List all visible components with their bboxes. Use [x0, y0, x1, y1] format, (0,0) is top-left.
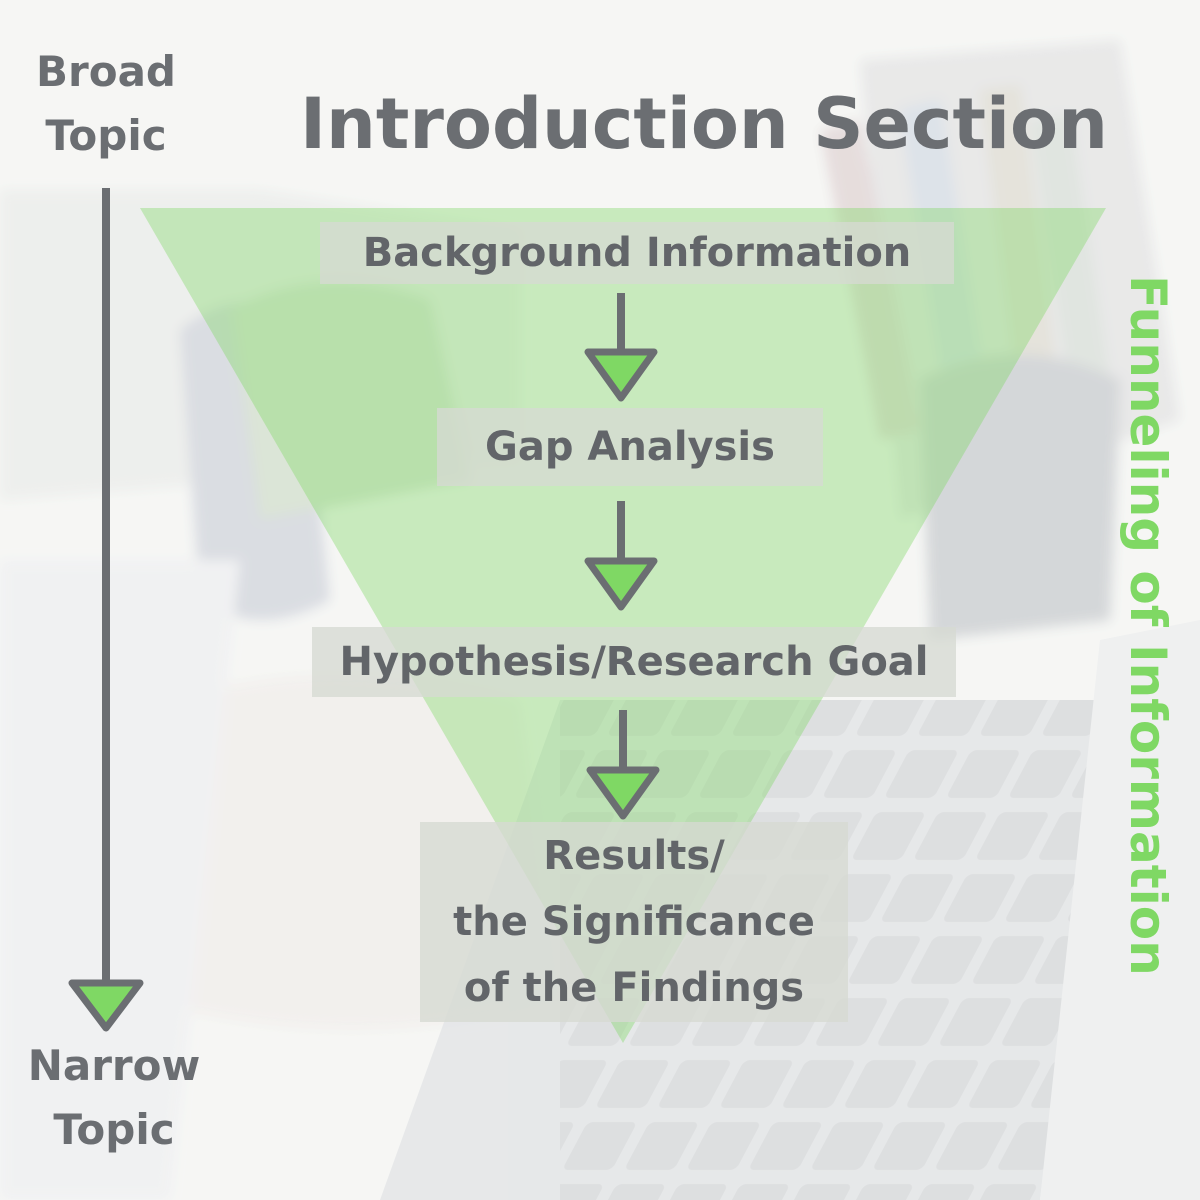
step-gap-analysis: Gap Analysis	[437, 408, 823, 486]
results-line-2: the Significance	[453, 899, 815, 945]
background-photo	[0, 40, 1180, 1200]
broad-topic-label: Broad Topic	[16, 40, 196, 168]
broad-to-narrow-arrow	[68, 188, 144, 1032]
broad-topic-line-1: Broad	[36, 47, 176, 96]
funneling-label: Funneling of Information	[1119, 274, 1177, 976]
results-line-1: Results/	[543, 833, 725, 879]
narrow-topic-label: Narrow Topic	[6, 1034, 222, 1162]
results-line-3: of the Findings	[463, 965, 805, 1011]
narrow-topic-line-2: Topic	[53, 1105, 175, 1154]
step-arrow-2	[584, 501, 658, 611]
step-results-significance: Results/ the Significance of the Finding…	[420, 822, 848, 1022]
step-background-information: Background Information	[320, 222, 954, 284]
step-arrow-3	[586, 710, 660, 820]
diagram-title: Introduction Section	[300, 83, 1108, 165]
step-hypothesis-research-goal: Hypothesis/Research Goal	[312, 627, 956, 697]
funnel-triangle	[140, 208, 1106, 1043]
narrow-topic-line-1: Narrow	[27, 1041, 201, 1090]
step-arrow-1	[584, 293, 658, 402]
broad-topic-line-2: Topic	[45, 111, 167, 160]
